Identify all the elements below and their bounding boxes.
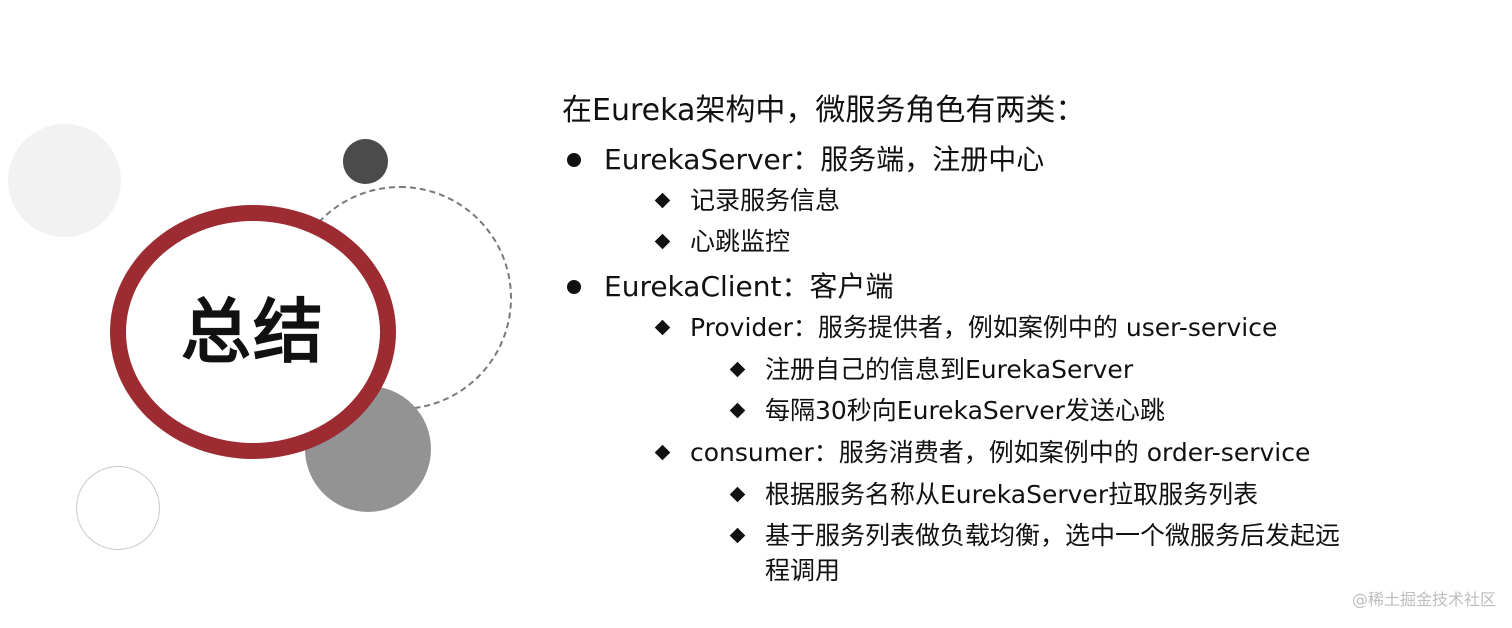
bullet-diamond-icon	[654, 319, 671, 336]
bullet-dot-icon	[567, 153, 581, 167]
list-item-eurekaserver: EurekaServer：服务端，注册中心	[604, 143, 1045, 176]
decorative-dark-circle	[343, 139, 388, 184]
list-item-eurekaclient: EurekaClient：客户端	[604, 270, 894, 303]
subitem-record-service-info: 记录服务信息	[690, 186, 841, 215]
bullet-diamond-icon	[729, 486, 746, 503]
detail-consumer-pull: 根据服务名称从EurekaServer拉取服务列表	[765, 480, 1259, 509]
detail-provider-heartbeat: 每隔30秒向EurekaServer发送心跳	[765, 396, 1165, 425]
watermark: @稀土掘金技术社区	[1351, 590, 1496, 609]
bullet-diamond-icon	[729, 402, 746, 419]
slide-title: 总结	[181, 291, 325, 373]
bullet-diamond-icon	[654, 444, 671, 461]
bullet-dot-icon	[567, 280, 581, 294]
decorative-light-circle	[8, 124, 121, 237]
decorative-outline-circle	[76, 466, 160, 550]
detail-provider-register: 注册自己的信息到EurekaServer	[765, 355, 1134, 384]
subitem-provider: Provider：服务提供者，例如案例中的 user-service	[690, 313, 1278, 342]
detail-consumer-loadbalance-cont: 程调用	[765, 556, 841, 585]
bullet-diamond-icon	[654, 233, 671, 250]
subitem-heartbeat-monitor: 心跳监控	[690, 227, 791, 256]
intro-text: 在Eureka架构中，微服务角色有两类：	[562, 93, 1086, 128]
bullet-diamond-icon	[729, 361, 746, 378]
detail-consumer-loadbalance: 基于服务列表做负载均衡，选中一个微服务后发起远	[765, 521, 1341, 550]
bullet-diamond-icon	[729, 527, 746, 544]
bullet-diamond-icon	[654, 192, 671, 209]
subitem-consumer: consumer：服务消费者，例如案例中的 order-service	[690, 438, 1311, 467]
